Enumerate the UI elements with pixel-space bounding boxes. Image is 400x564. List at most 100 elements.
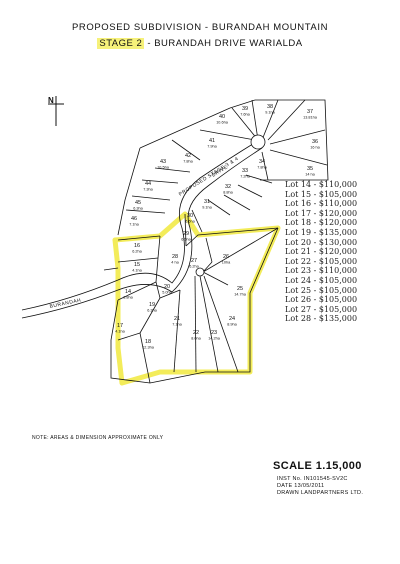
stage-highlight: STAGE 2: [97, 38, 145, 49]
lot-number-45: 45: [135, 200, 141, 206]
lot-number-23: 23: [211, 330, 217, 336]
title-block: PROPOSED SUBDIVISION - BURANDAH MOUNTAIN…: [0, 22, 400, 49]
inst-drawn-by: DRAWN LANDPARTNERS LTD.: [277, 490, 364, 496]
price-row: Lot 21 - $120,000: [285, 247, 358, 257]
lot-number-38: 38: [267, 104, 273, 110]
lot-number-44: 44: [145, 181, 151, 187]
price-row: Lot 25 - $105,000: [285, 285, 358, 295]
lot-number-26: 26: [223, 254, 229, 260]
lot-area-40: 10.6ha: [216, 121, 229, 125]
lot-area-23: 14.2ha: [208, 337, 221, 341]
lot-area-15: 4.1ha: [132, 269, 142, 273]
price-row: Lot 14 - $110,000: [285, 180, 358, 189]
lot-area-37: 13.81ha: [303, 116, 318, 120]
lot-area-18: 12.3ha: [142, 346, 155, 350]
lot-area-41: 7.9ha: [207, 145, 217, 149]
road-lines: [21, 134, 266, 319]
lot-number-32: 32: [225, 184, 231, 190]
lot-area-31: 9.1ha: [202, 206, 212, 210]
lot-area-29: 6.5ha: [181, 238, 191, 242]
lot-number-39: 39: [242, 106, 248, 112]
lot-number-27: 27: [191, 258, 197, 264]
lot-area-25: 14.7ha: [234, 293, 247, 297]
plan-title: PROPOSED SUBDIVISION - BURANDAH MOUNTAIN: [71, 22, 329, 33]
lot-number-24: 24: [229, 316, 235, 322]
price-row: Lot 17 - $120,000: [285, 208, 358, 218]
plan-subtitle: STAGE 2 - BURANDAH DRIVE WARIALDA: [0, 38, 400, 49]
price-row: Lot 19 - $135,000: [285, 227, 358, 237]
stage-2-boundary-highlight: [112, 211, 281, 386]
lot-area-35: 14 ha: [305, 173, 315, 177]
lot-area-45: 6.3ha: [133, 207, 143, 211]
lot-number-33: 33: [242, 168, 248, 174]
lot-area-17: 4.1ha: [115, 330, 125, 334]
lot-number-37: 37: [307, 109, 313, 115]
lot-number-42: 42: [185, 153, 191, 159]
lot-number-25: 25: [237, 286, 243, 292]
lot-number-16: 16: [134, 243, 140, 249]
lot-area-36: 16 ha: [310, 146, 320, 150]
price-row: Lot 23 - $110,000: [285, 266, 358, 276]
lot-area-38: 9.1ha: [265, 111, 275, 115]
lot-number-17: 17: [117, 323, 123, 329]
lot-area-39: 7.6ha: [240, 113, 250, 117]
lot-number-31: 31: [204, 199, 210, 205]
north-arrow-icon: [48, 96, 64, 126]
lot-boundaries: [103, 99, 329, 384]
price-row: Lot 22 - $105,000: [285, 256, 358, 266]
price-row: Lot 28 - $135,000: [285, 314, 358, 324]
lot-number-41: 41: [209, 138, 215, 144]
lot-number-29: 29: [183, 231, 189, 237]
lot-area-16: 6.2ha: [132, 250, 142, 254]
lot-number-40: 40: [219, 114, 225, 120]
lot-area-21: 7.1ha: [172, 323, 182, 327]
lot-number-21: 21: [174, 316, 180, 322]
lot-area-43: 10.5ha: [157, 166, 170, 170]
lot-number-34: 34: [259, 159, 265, 165]
lot-number-35: 35: [307, 166, 313, 172]
price-row: Lot 16 - $110,000: [285, 199, 358, 209]
inst-date: DATE 13/05/2011: [277, 483, 325, 489]
north-label: N: [48, 96, 54, 105]
lot-number-36: 36: [312, 139, 318, 145]
lot-area-46: 7.1ha: [129, 223, 139, 227]
price-row: Lot 15 - $105,000: [285, 189, 358, 199]
approximate-note: NOTE: AREAS & DIMENSION APPROXIMATE ONLY: [32, 435, 164, 441]
lot-number-18: 18: [145, 339, 151, 345]
lot-number-14: 14: [125, 289, 131, 295]
lot-area-24: 8.9ha: [227, 323, 237, 327]
price-row: Lot 27 - $105,000: [285, 304, 358, 314]
lot-area-26: 10ha: [222, 261, 231, 265]
inst-number: INST No. IN101545-SV2C: [277, 476, 348, 482]
lot-area-27: 6.2ha: [189, 265, 199, 269]
lot-number-43: 43: [160, 159, 166, 165]
lot-number-15: 15: [134, 262, 140, 268]
lot-area-32: 8.8ha: [223, 191, 233, 195]
scale-label: SCALE 1.15,000: [273, 460, 362, 472]
price-row: Lot 24 - $105,000: [285, 275, 358, 285]
lot-area-42: 7.8ha: [183, 160, 193, 164]
price-row: Lot 20 - $130,000: [285, 237, 358, 247]
lot-area-33: 7.2ha: [240, 175, 250, 179]
lot-number-20: 20: [164, 284, 170, 290]
lot-area-44: 7.3ha: [143, 188, 153, 192]
lot-area-22: 8.6ha: [191, 337, 201, 341]
lot-number-28: 28: [172, 254, 178, 260]
lot-number-30: 30: [187, 213, 193, 219]
lot-number-22: 22: [193, 330, 199, 336]
lot-area-28: 4 ha: [171, 261, 179, 265]
lot-area-19: 6.3ha: [147, 309, 157, 313]
price-row: Lot 18 - $120,000: [285, 218, 358, 228]
lot-area-34: 7.8ha: [257, 166, 267, 170]
instrument-details: INST No. IN101545-SV2C DATE 13/05/2011 D…: [277, 476, 363, 497]
subtitle-rest: - BURANDAH DRIVE WARIALDA: [144, 38, 303, 49]
lot-number-19: 19: [149, 302, 155, 308]
lot-area-14: 3.8ha: [123, 296, 133, 300]
lot-number-46: 46: [131, 216, 137, 222]
price-row: Lot 26 - $105,000: [285, 295, 358, 305]
lot-area-30: 6.6ha: [185, 220, 195, 224]
